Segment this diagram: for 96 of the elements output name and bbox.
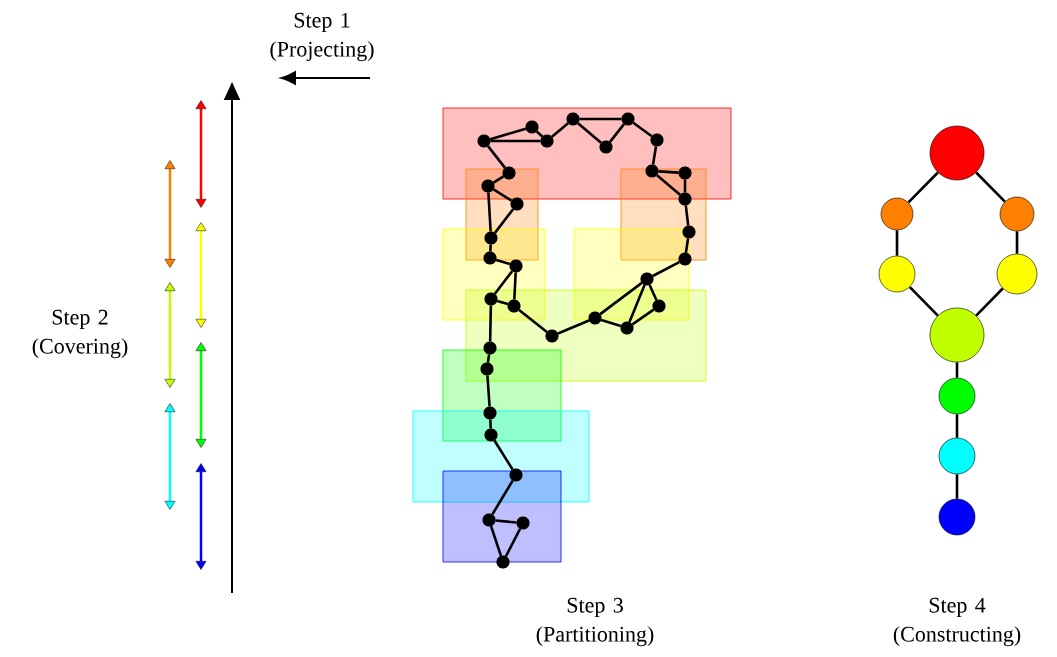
graph-edge	[599, 281, 643, 316]
graph-edge	[495, 258, 511, 266]
graph-point	[480, 362, 494, 376]
graph-point	[525, 120, 539, 134]
graph-edge	[492, 188, 513, 202]
graph-edge	[1015, 231, 1019, 254]
graph-edge	[632, 121, 653, 138]
graph-edge	[489, 525, 503, 557]
graph-point	[599, 140, 613, 154]
graph-edge	[493, 439, 514, 471]
graph-edge	[955, 362, 959, 378]
graph-edge	[631, 308, 655, 326]
graph-edge	[489, 127, 527, 141]
graph-edge	[493, 270, 514, 295]
cluster-node	[999, 196, 1035, 232]
graph-edge	[648, 284, 658, 301]
graph-point	[621, 112, 635, 126]
graph-edge	[683, 179, 687, 193]
graph-point	[652, 299, 666, 313]
graph-point	[509, 468, 523, 482]
cluster-node	[878, 255, 916, 293]
graph-edge	[609, 123, 625, 143]
graph-point	[540, 134, 554, 148]
graph-edge	[551, 122, 569, 138]
step-label: Step 1 (Projecting)	[270, 12, 374, 62]
graph-point	[507, 299, 521, 313]
graph-point	[650, 133, 664, 147]
graph-edge	[489, 244, 492, 252]
graph-point	[682, 225, 696, 239]
graph-point	[678, 192, 692, 206]
graph-edge	[491, 479, 514, 516]
graph-edge	[492, 175, 505, 184]
graph-point	[483, 341, 497, 355]
cluster-node	[996, 253, 1038, 295]
graph-point	[477, 134, 491, 148]
graph-point	[484, 428, 498, 442]
graph-edge	[907, 171, 939, 204]
graph-edge	[489, 419, 492, 429]
step-label: Step 3 (Partitioning)	[536, 597, 654, 647]
graph-point	[640, 272, 654, 286]
graph-edge	[493, 208, 515, 234]
graph-edge	[895, 230, 899, 256]
graph-edge	[684, 205, 690, 226]
graph-point	[481, 179, 495, 193]
graph-point	[678, 252, 692, 266]
graph-edge	[535, 130, 544, 138]
graph-point	[502, 166, 516, 180]
graph-point	[545, 329, 559, 343]
graph-edge	[487, 192, 492, 232]
graph-edge	[496, 299, 509, 306]
graph-edge	[518, 309, 548, 333]
graph-edge	[975, 287, 1004, 317]
graph-point	[678, 166, 692, 180]
graph-point	[516, 516, 530, 530]
graph-edge	[658, 170, 679, 174]
step-label: Step 4 (Constructing)	[893, 597, 1021, 647]
graph-edge	[600, 318, 622, 328]
step-label: Step 2 (Covering)	[32, 309, 128, 359]
graph-point	[588, 311, 602, 325]
cluster-node	[938, 498, 976, 536]
graph-edge	[975, 171, 1006, 203]
graph-point	[509, 259, 523, 273]
graph-point	[566, 112, 580, 126]
graph-point	[484, 231, 498, 245]
graph-edge	[628, 284, 646, 323]
graph-edge	[656, 174, 681, 196]
graph-edge	[908, 286, 939, 317]
cluster-node	[929, 307, 985, 363]
graph-edge	[488, 305, 493, 342]
graph-edge	[486, 375, 491, 407]
graph-edge	[557, 319, 590, 335]
graph-point	[483, 406, 497, 420]
graph-edge	[490, 139, 541, 143]
cluster-node	[880, 197, 914, 231]
graph-edge	[577, 122, 602, 144]
graph-point	[484, 292, 498, 306]
cluster-node	[938, 377, 976, 415]
graph-edge	[504, 528, 522, 557]
graph-edge	[955, 414, 959, 438]
graph-point	[510, 197, 524, 211]
graph-point	[496, 555, 510, 569]
graph-edge	[955, 474, 959, 499]
graph-edge	[495, 519, 517, 524]
graph-edge	[651, 146, 658, 165]
cluster-node	[938, 437, 976, 475]
graph-edge	[513, 272, 517, 300]
graph-edge	[652, 260, 680, 278]
graph-edge	[487, 145, 507, 169]
graph-point	[483, 251, 497, 265]
graph-edge	[486, 354, 491, 363]
graph-point	[645, 164, 659, 178]
graph-edge	[579, 117, 622, 121]
graph-point	[620, 321, 634, 335]
cluster-node	[929, 125, 985, 181]
graph-edge	[684, 238, 690, 253]
graph-point	[482, 513, 496, 527]
